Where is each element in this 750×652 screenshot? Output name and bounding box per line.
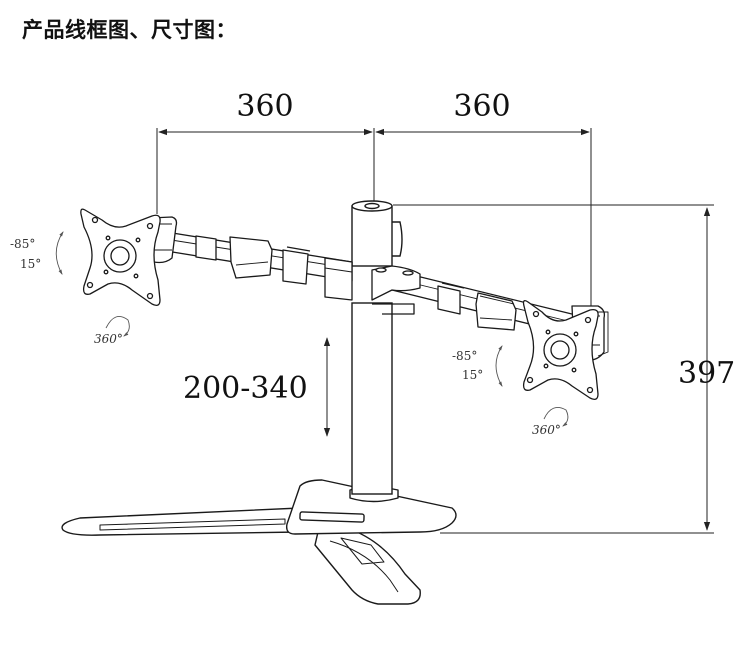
right-tilt-arrow-icon: [495, 345, 503, 387]
left-width-label: 360: [236, 89, 293, 124]
left-rotation-arrow-icon: [105, 315, 130, 337]
left-tilt-up: -85°: [10, 237, 35, 251]
left-tilt-arrow-icon: [55, 231, 64, 275]
pole: [351, 200, 403, 495]
right-head-annotations: -85° 15° 360°: [452, 345, 569, 437]
left-vesa-plate: [80, 208, 161, 306]
height-adjust-label: 200-340: [183, 371, 308, 406]
right-width-label: 360: [453, 89, 510, 124]
left-head-annotations: -85° 15° 360°: [10, 231, 130, 346]
stand-base: [61, 479, 457, 605]
right-rotation-arrow-icon: [543, 407, 569, 427]
height-label: 397: [678, 356, 735, 391]
right-vesa-plate: [522, 300, 599, 400]
left-tilt-down: 15°: [20, 257, 41, 271]
left-rotation: 360°: [94, 332, 123, 346]
right-tilt-up: -85°: [452, 349, 477, 363]
right-rotation: 360°: [532, 423, 561, 437]
right-tilt-down: 15°: [462, 368, 483, 382]
page-title: 产品线框图、尺寸图：: [22, 18, 237, 42]
left-arm: [147, 216, 353, 301]
dimension-lines: [156, 128, 714, 534]
